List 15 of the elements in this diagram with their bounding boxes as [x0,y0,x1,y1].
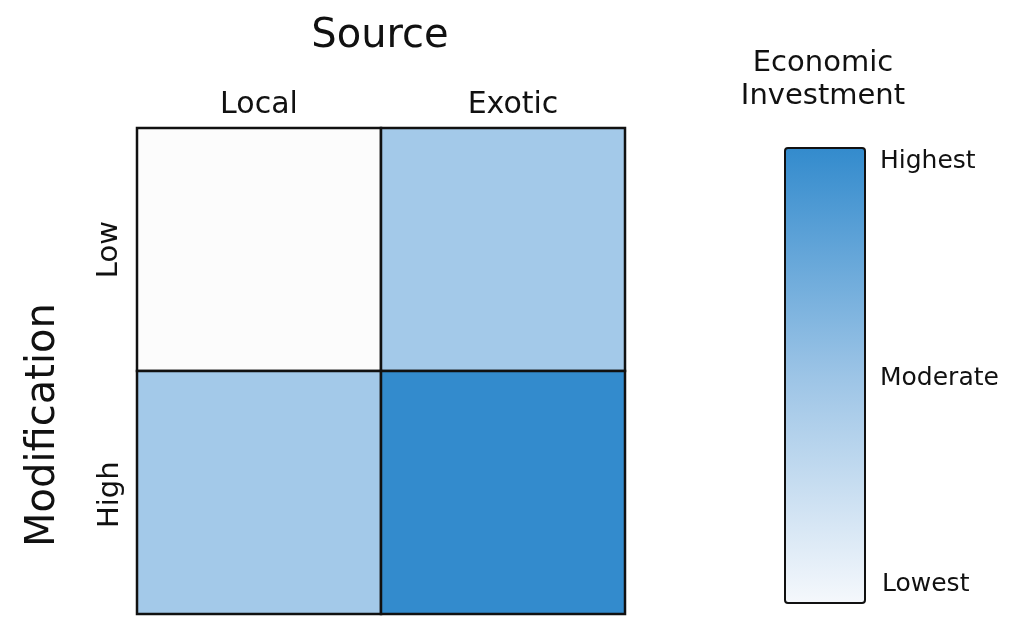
axis-label: Economic Investment [739,44,907,112]
axis-label: Low [91,221,125,279]
grid-cell [135,126,383,373]
grid-cell [379,126,627,373]
axis-label: Highest [880,145,976,175]
grid-cell [379,369,627,616]
axis-label: High [91,461,125,529]
axis-label: Moderate [880,362,999,392]
axis-label: Modification [17,303,63,547]
axis-label: Exotic [467,85,559,121]
axis-label: Lowest [882,568,970,598]
grid-cell [135,369,383,616]
axis-label: Source [311,10,449,56]
axis-label: Local [220,85,298,121]
color-scale-bar [784,147,866,604]
